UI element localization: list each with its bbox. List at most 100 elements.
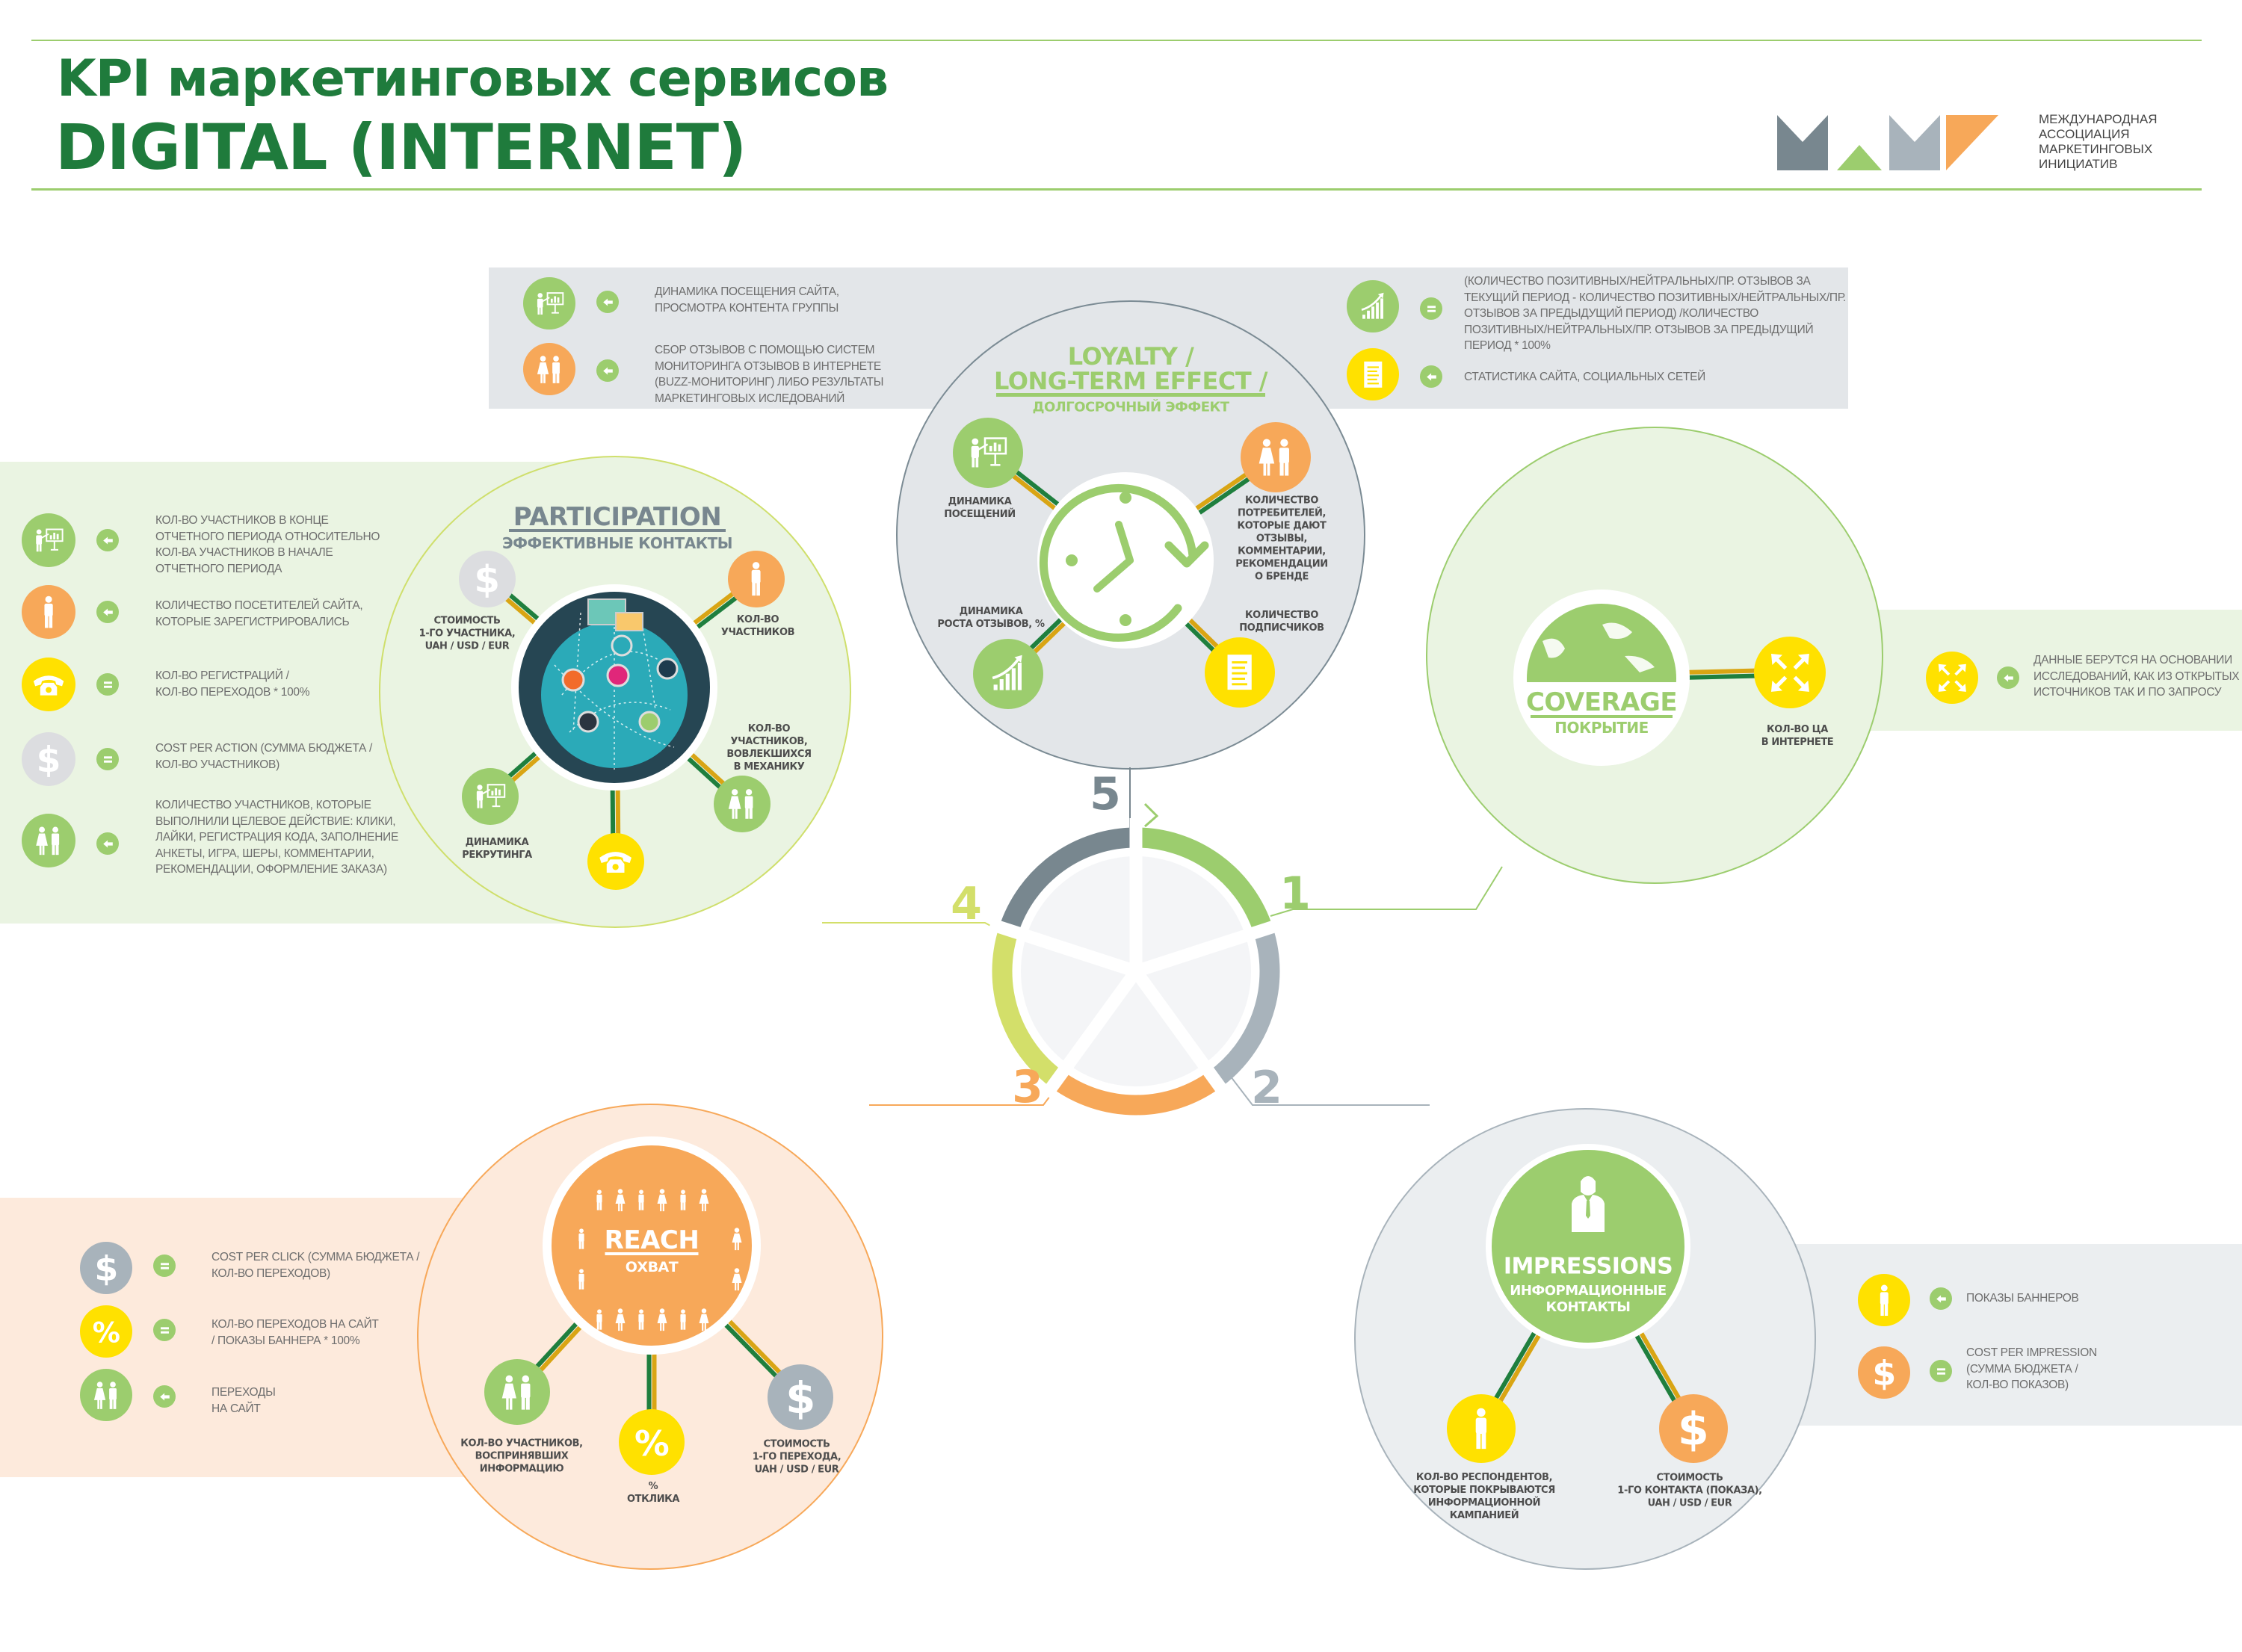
- participation-node-label: СТОИМОСТЬ 1-ГО УЧАСТНИКА, UAH / USD / EU…: [419, 615, 516, 652]
- equals-icon: [96, 748, 119, 770]
- person-icon: [615, 1189, 626, 1212]
- wheel-spoke: [1131, 968, 1232, 1099]
- percent-icon: [80, 1305, 132, 1358]
- arrow-left-icon: [1420, 365, 1442, 388]
- loyalty-node-label: КОЛИЧЕСТВО ПОДПИСЧИКОВ: [1239, 610, 1324, 634]
- phone-icon: [22, 658, 75, 711]
- wheel-number-4: 4: [951, 878, 982, 930]
- loyalty-node-label: ДИНАМИКА РОСТА ОТЗЫВОВ, %: [937, 606, 1045, 630]
- couple-icon: [1241, 422, 1311, 492]
- legend-text: СТАТИСТИКА САЙТА, СОЦИАЛЬНЫХ СЕТЕЙ: [1464, 371, 1705, 383]
- participation-title: PARTICIPATION: [513, 502, 722, 532]
- wheel-spoke: [1040, 968, 1141, 1099]
- loyalty-node-label: КОЛИЧЕСТВО ПОТРЕБИТЕЛЕЙ, КОТОРЫЕ ДАЮТ ОТ…: [1235, 495, 1328, 583]
- person-icon: [732, 1228, 742, 1251]
- presenter-icon: [462, 768, 519, 825]
- loyalty-node-label: ДИНАМИКА ПОСЕЩЕНИЙ: [944, 496, 1016, 520]
- arrow-left-icon: [596, 291, 619, 313]
- legend-text: ДАННЫЕ БЕРУТСЯ НА ОСНОВАНИИ ИССЛЕДОВАНИЙ…: [2033, 654, 2240, 699]
- person-icon: [728, 551, 785, 607]
- wheel-spoke: [988, 918, 1138, 978]
- person-icon: [680, 1189, 686, 1210]
- person-icon: [657, 1308, 667, 1331]
- growth-chart-icon: [1347, 280, 1399, 332]
- reach-title-underline: [605, 1252, 699, 1255]
- impressions-node-label: СТОИМОСТЬ 1-ГО КОНТАКТА (ПОКАЗА), UAH / …: [1617, 1472, 1762, 1509]
- businessman-icon: [1447, 1394, 1516, 1463]
- wheel-segment-4: [992, 926, 1063, 1088]
- participation-subtitle: ЭФФЕКТИВНЫЕ КОНТАКТЫ: [502, 534, 733, 552]
- person-icon: [657, 1189, 667, 1212]
- coverage-legend-band: [1853, 610, 2242, 731]
- legend-text: КОЛ-ВО ПЕРЕХОДОВ НА САЙТ / ПОКАЗЫ БАННЕР…: [211, 1318, 379, 1347]
- document-icon: [1347, 348, 1399, 400]
- loyalty-title: LOYALTY /: [1067, 342, 1194, 371]
- couple-icon: [484, 1359, 550, 1425]
- person-icon: [638, 1309, 644, 1330]
- coverage-subtitle: ПОКРЫТИЕ: [1554, 719, 1649, 737]
- person-icon: [732, 1268, 742, 1291]
- legend-text: КОЛ-ВО РЕГИСТРАЦИЙ / КОЛ-ВО ПЕРЕХОДОВ * …: [155, 669, 310, 699]
- participation-title-underline: [509, 529, 726, 532]
- reach-node-label: % ОТКЛИКА: [626, 1481, 680, 1505]
- page-title-line1: KPI маркетинговых сервисов: [57, 49, 889, 108]
- header-top-rule: [31, 40, 2202, 41]
- equals-icon: [153, 1255, 176, 1277]
- person-icon: [596, 1309, 602, 1330]
- header-bottom-rule: [31, 188, 2202, 191]
- mami-logo: [1777, 115, 1998, 170]
- coverage-globe-icon: [1513, 590, 1690, 766]
- equals-icon: [1420, 297, 1442, 320]
- impressions-node-label: КОЛ-ВО РЕСПОНДЕНТОВ, КОТОРЫЕ ПОКРЫВАЮТСЯ…: [1413, 1472, 1555, 1521]
- equals-icon: [1930, 1360, 1952, 1382]
- reach-title: REACH: [604, 1225, 700, 1255]
- wheel-number-5: 5: [1090, 768, 1121, 820]
- expand-arrows-icon: [1754, 637, 1826, 708]
- dollar-icon: [768, 1364, 833, 1430]
- equals-icon: [96, 673, 119, 696]
- person-icon: [699, 1308, 709, 1331]
- arrow-left-icon: [1997, 666, 2019, 689]
- wheel-segment-5: [998, 827, 1137, 934]
- impressions-subtitle: ИНФОРМАЦИОННЫЕ КОНТАКТЫ: [1510, 1283, 1667, 1315]
- person-icon: [578, 1228, 584, 1249]
- person-icon: [699, 1189, 709, 1212]
- arrow-left-icon: [96, 601, 119, 623]
- legend-text: КОЛ-ВО УЧАСТНИКОВ В КОНЦЕ ОТЧЕТНОГО ПЕРИ…: [155, 514, 380, 575]
- businessman-icon: [1551, 1162, 1625, 1246]
- clock-icon: [1037, 472, 1214, 649]
- legend-text: COST PER CLICK (СУММА БЮДЖЕТА / КОЛ-ВО П…: [211, 1251, 420, 1280]
- legend-text: ПЕРЕХОДЫ НА САЙТ: [211, 1386, 276, 1415]
- dollar-icon: [1858, 1346, 1910, 1399]
- legend-text: ПОКАЗЫ БАННЕРОВ: [1966, 1292, 2079, 1305]
- person-icon: [596, 1189, 602, 1210]
- logo-text: МЕЖДУНАРОДНАЯ АССОЦИАЦИЯ МАРКЕТИНГОВЫХ И…: [2039, 112, 2158, 171]
- growth-chart-icon: [973, 639, 1043, 709]
- wheel-number-1: 1: [1279, 867, 1311, 920]
- wheel-segment-2: [1208, 926, 1280, 1088]
- person-icon: [638, 1189, 644, 1210]
- coverage-title: COVERAGE: [1525, 687, 1678, 717]
- couple-icon: [22, 814, 75, 867]
- loyalty-title-2: LONG-TERM EFFECT /: [994, 367, 1267, 395]
- page-title-line2: DIGITAL (INTERNET): [55, 111, 747, 184]
- arrow-left-icon: [153, 1385, 176, 1408]
- impressions-title: IMPRESSIONS: [1503, 1253, 1673, 1280]
- phone-icon: [587, 833, 644, 890]
- reach-node-label: СТОИМОСТЬ 1-ГО ПЕРЕХОДА, UAH / USD / EUR: [752, 1438, 841, 1476]
- couple-icon: [714, 776, 771, 832]
- presenter-icon: [523, 277, 575, 330]
- participation-node-label: КОЛ-ВО УЧАСТНИКОВ, ВОВЛЕКШИХСЯ В МЕХАНИК…: [726, 723, 812, 773]
- reach-node-label: КОЛ-ВО УЧАСТНИКОВ, ВОСПРИНЯВШИХ ИНФОРМАЦ…: [460, 1438, 583, 1475]
- equals-icon: [153, 1319, 176, 1341]
- person-icon: [22, 585, 75, 639]
- leader-line-2: [1225, 1069, 1430, 1106]
- legend-text: КОЛИЧЕСТВО ПОСЕТИТЕЛЕЙ САЙТА, КОТОРЫЕ ЗА…: [155, 599, 363, 628]
- person-icon: [578, 1269, 584, 1290]
- arrow-left-icon: [596, 359, 619, 382]
- percent-icon: [619, 1409, 685, 1475]
- wheel-spoke: [1134, 918, 1284, 978]
- legend-text: (КОЛИЧЕСТВО ПОЗИТИВНЫХ/НЕЙТРАЛЬНЫХ/ПР. О…: [1464, 275, 1846, 352]
- coverage-title-underline: [1531, 715, 1673, 718]
- arrow-left-icon: [96, 529, 119, 551]
